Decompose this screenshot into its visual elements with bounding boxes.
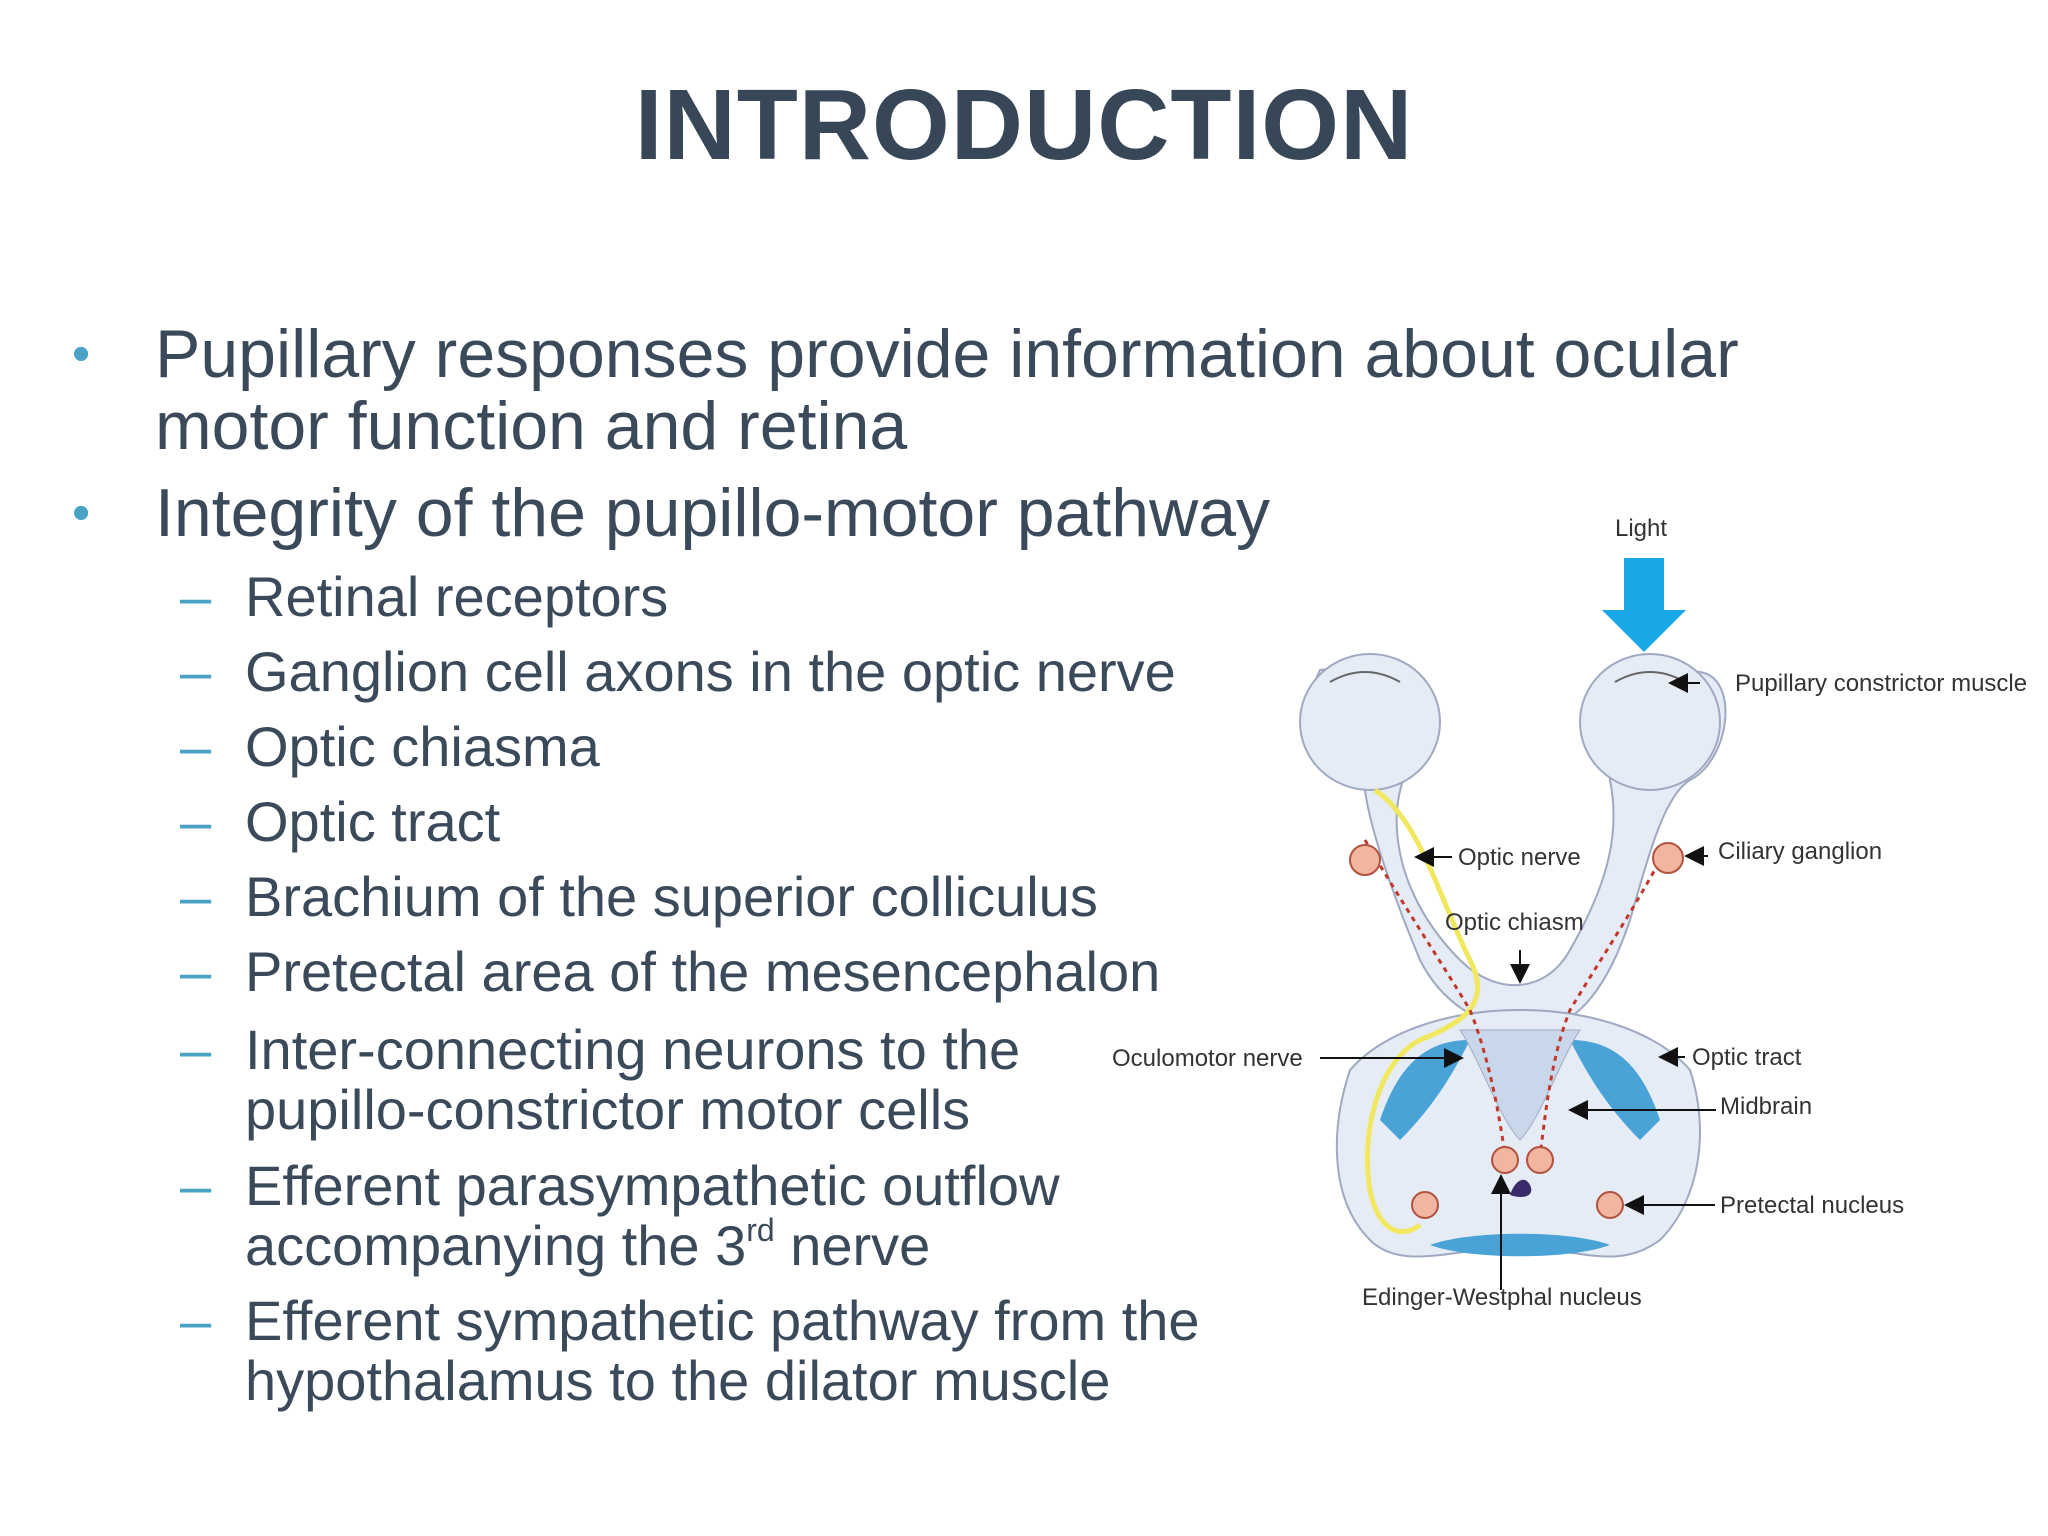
right-eye xyxy=(1579,653,1721,791)
left-pretectal-nucleus xyxy=(1411,1191,1439,1219)
label-ciliary-ganglion: Ciliary ganglion xyxy=(1718,838,1882,865)
bullet-dot-icon: • xyxy=(72,325,91,383)
label-edinger-westphal: Edinger-Westphal nucleus xyxy=(1362,1284,1642,1311)
label-oculomotor-nerve: Oculomotor nerve xyxy=(1112,1045,1303,1072)
dash-icon: – xyxy=(180,1289,212,1352)
light-arrow-icon xyxy=(1602,558,1686,652)
label-optic-chiasm: Optic chiasm xyxy=(1445,909,1584,936)
right-ciliary-ganglion xyxy=(1652,842,1684,874)
label-light: Light xyxy=(1615,515,1667,542)
sub-bullet-line: Efferent sympathetic pathway from the xyxy=(245,1289,1200,1352)
bullet-text: Integrity of the pupillo-motor pathway xyxy=(155,477,1270,549)
label-pretectal-nucleus: Pretectal nucleus xyxy=(1720,1192,1904,1219)
dash-icon: – xyxy=(180,790,212,853)
nucleus-dark xyxy=(1510,1179,1532,1197)
left-cornea-icon xyxy=(1329,671,1401,683)
dash-icon: – xyxy=(180,940,212,1003)
dash-icon: – xyxy=(180,1018,212,1081)
left-eye xyxy=(1299,653,1441,791)
right-pretectal-nucleus xyxy=(1596,1191,1624,1219)
sub-bullet-line: accompanying the 3rd nerve xyxy=(245,1212,931,1277)
bullet-dot-icon: • xyxy=(72,484,91,542)
sub-bullet-line: Brachium of the superior colliculus xyxy=(245,865,1098,928)
efferent-pathway-left xyxy=(1363,839,1507,1156)
left-ciliary-ganglion xyxy=(1349,844,1381,876)
sub-bullet-line: Inter-connecting neurons to the xyxy=(245,1018,1021,1081)
label-optic-nerve: Optic nerve xyxy=(1458,844,1581,871)
dash-icon: – xyxy=(180,1154,212,1217)
dash-icon: – xyxy=(180,640,212,703)
dash-icon: – xyxy=(180,865,212,928)
bullet-text: Pupillary responses provide information … xyxy=(155,318,1739,462)
dash-icon: – xyxy=(180,565,212,628)
bullet-line: Integrity of the pupillo-motor pathway xyxy=(155,475,1271,551)
bullet-line: Pupillary responses provide information … xyxy=(155,316,1739,392)
sub-bullet-line: Ganglion cell axons in the optic nerve xyxy=(245,640,1176,703)
label-pupillary-constrictor: Pupillary constrictor muscle xyxy=(1735,670,2027,697)
afferent-pathway xyxy=(1365,787,1481,1235)
eye-and-nerve-tissue xyxy=(1299,653,1727,1032)
ew-nucleus-left xyxy=(1491,1146,1519,1174)
sub-bullet-line: pupillo-constrictor motor cells xyxy=(245,1078,971,1141)
ew-nucleus-right xyxy=(1526,1146,1554,1174)
dash-icon: – xyxy=(180,715,212,778)
midbrain-section xyxy=(1335,1009,1701,1258)
sub-bullet-line: hypothalamus to the dilator muscle xyxy=(245,1349,1111,1412)
label-optic-tract: Optic tract xyxy=(1692,1044,1802,1071)
bullet-line: motor function and retina xyxy=(155,388,908,464)
slide-title: INTRODUCTION xyxy=(634,69,1414,181)
sub-bullet-line: Pretectal area of the mesencephalon xyxy=(245,940,1161,1003)
sub-bullet-line: Optic chiasma xyxy=(245,715,600,778)
efferent-pathway-right xyxy=(1538,844,1670,1156)
sub-bullet-line: Efferent parasympathetic outflow xyxy=(245,1154,1060,1217)
sub-bullet-line: Retinal receptors xyxy=(245,565,669,628)
leader-lines xyxy=(1320,673,1716,1290)
label-midbrain: Midbrain xyxy=(1720,1093,1812,1120)
sub-bullet-line: Optic tract xyxy=(245,790,501,853)
pupillary-pathway-diagram: Light Pupillary constrictor xyxy=(1112,515,2027,1311)
